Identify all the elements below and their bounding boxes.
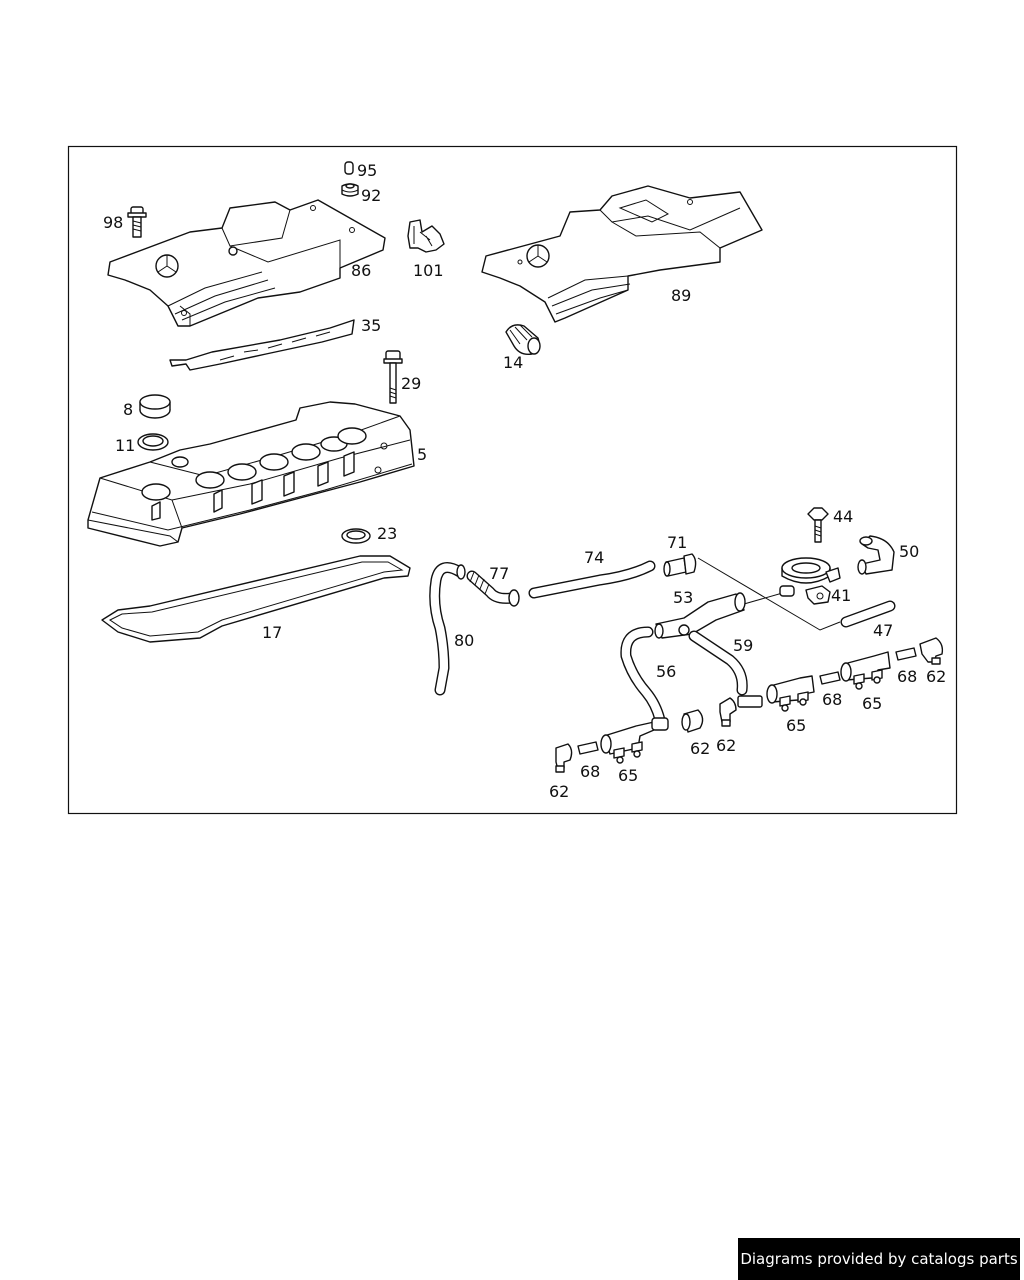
part-101-clip xyxy=(407,219,445,253)
callout-86: 86 xyxy=(351,261,371,280)
callout-29: 29 xyxy=(401,374,421,393)
part-65-tee-left xyxy=(600,717,669,764)
part-44-screw xyxy=(807,507,829,543)
part-92-grommet xyxy=(341,183,359,197)
part-86-engine-cover xyxy=(107,199,386,327)
callout-74: 74 xyxy=(584,548,604,567)
part-62-cap-center xyxy=(681,709,704,733)
callout-56: 56 xyxy=(656,662,676,681)
leader-line-71-47 xyxy=(697,557,841,631)
callout-95: 95 xyxy=(357,161,377,180)
callout-80: 80 xyxy=(454,631,474,650)
part-95-cap xyxy=(344,161,354,175)
part-50-elbow xyxy=(857,535,895,575)
callout-62-left: 62 xyxy=(549,782,569,801)
callout-92: 92 xyxy=(361,186,381,205)
footer-credit: Diagrams provided by catalogs parts xyxy=(738,1238,1020,1280)
part-62-cap-right xyxy=(919,637,944,665)
part-71-connector xyxy=(663,553,697,577)
callout-65-middle: 65 xyxy=(786,716,806,735)
part-17-gasket xyxy=(101,555,411,643)
part-65-tee-middle xyxy=(766,675,815,712)
callout-101: 101 xyxy=(413,261,444,280)
part-74-hose xyxy=(528,560,656,599)
callout-44: 44 xyxy=(833,507,853,526)
callout-59: 59 xyxy=(733,636,753,655)
callout-14: 14 xyxy=(503,353,523,372)
part-14-bumper xyxy=(505,324,541,356)
callout-89: 89 xyxy=(671,286,691,305)
part-89-engine-cover xyxy=(481,185,763,323)
callout-65-left: 65 xyxy=(618,766,638,785)
part-56-hose xyxy=(620,626,666,726)
parts-diagram: 95 92 98 86 101 89 35 14 29 8 11 5 23 17… xyxy=(67,145,958,815)
part-29-bolt xyxy=(383,350,403,404)
callout-5: 5 xyxy=(417,445,427,464)
callout-62-center: 62 xyxy=(690,739,710,758)
callout-68-right: 68 xyxy=(897,667,917,686)
callout-68-left: 68 xyxy=(580,762,600,781)
part-77-elbow xyxy=(466,570,520,607)
part-62-cap-elbow xyxy=(719,695,763,727)
callout-53: 53 xyxy=(673,588,693,607)
callout-35: 35 xyxy=(361,316,381,335)
part-53-reducer xyxy=(654,592,746,639)
part-80-hose xyxy=(429,562,466,696)
callout-65-right: 65 xyxy=(862,694,882,713)
callout-23: 23 xyxy=(377,524,397,543)
part-62-cap-bottom-left xyxy=(555,743,573,773)
callout-47: 47 xyxy=(873,621,893,640)
part-23-seal xyxy=(341,528,371,544)
callout-71: 71 xyxy=(667,533,687,552)
part-41-valve xyxy=(779,557,841,605)
diagram-frame xyxy=(67,145,958,815)
part-35-emblem-strip xyxy=(169,319,355,371)
callout-98: 98 xyxy=(103,213,123,232)
callout-62-elbow: 62 xyxy=(716,736,736,755)
part-59-hose xyxy=(688,630,748,696)
part-68-connector-right xyxy=(895,647,917,661)
part-98-bolt xyxy=(127,206,147,238)
leader-line-53-41 xyxy=(743,591,787,605)
part-8-cap xyxy=(139,394,171,419)
callout-50: 50 xyxy=(899,542,919,561)
callout-17: 17 xyxy=(262,623,282,642)
part-47-hose xyxy=(840,600,896,628)
callout-11: 11 xyxy=(115,436,135,455)
part-68-connector-left xyxy=(577,741,599,755)
callout-41: 41 xyxy=(831,586,851,605)
callout-68-middle: 68 xyxy=(822,690,842,709)
part-65-tee-right xyxy=(840,651,891,690)
part-5-valve-cover xyxy=(87,401,415,547)
part-11-ring xyxy=(137,433,169,451)
callout-62-right: 62 xyxy=(926,667,946,686)
callout-77: 77 xyxy=(489,564,509,583)
callout-8: 8 xyxy=(123,400,133,419)
part-68-connector-middle xyxy=(819,671,841,685)
